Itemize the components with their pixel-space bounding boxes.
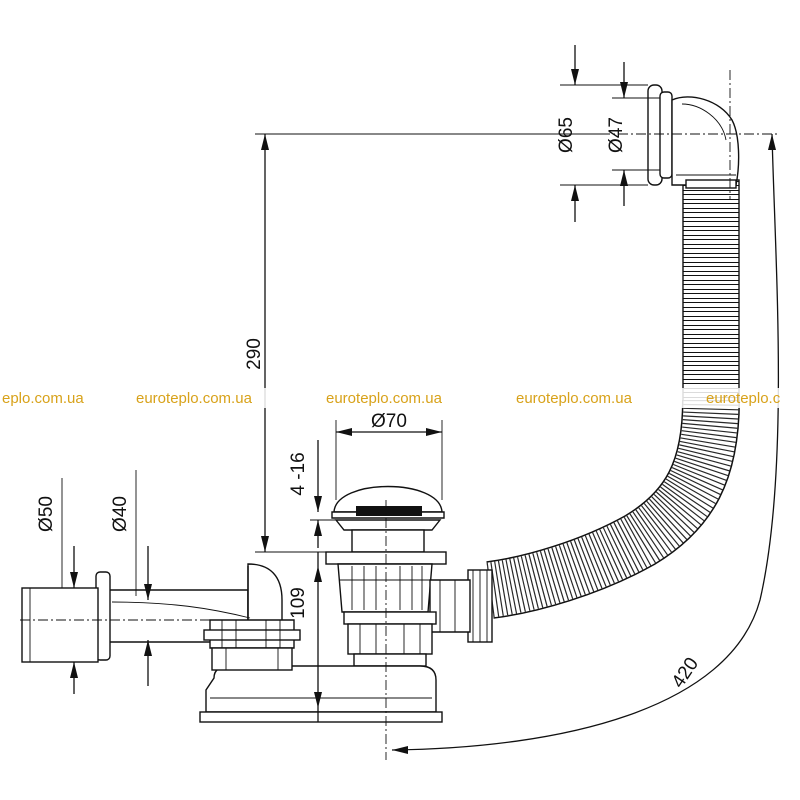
dim-outlet-inner-diameter: Ø40 (110, 496, 131, 532)
watermark-text: eplo.com.ua (2, 390, 84, 407)
overflow-head (647, 84, 740, 189)
siphon-base (199, 665, 443, 723)
watermark-text: euroteplo.com.ua (326, 390, 443, 407)
dimension-lines (61, 45, 780, 754)
dim-drain-head-diameter: Ø70 (371, 411, 407, 432)
center-lines (20, 70, 780, 760)
dim-overflow-outer-diameter: Ø65 (556, 117, 577, 153)
watermark-text: euroteplo.com.ua (516, 390, 633, 407)
dim-outlet-outer-diameter: Ø50 (36, 496, 57, 532)
watermark-text: euroteplo.com.ua (136, 390, 253, 407)
corrugated-hose (467, 179, 740, 643)
drain-head (325, 485, 471, 667)
watermark-row: eplo.com.ua euroteplo.com.ua euroteplo.c… (0, 388, 800, 408)
outlet-pipe (21, 563, 301, 671)
watermark-text: euroteplo.c (706, 390, 781, 407)
dim-height-290: 290 (244, 338, 265, 370)
dim-hose-length: 420 (668, 654, 703, 692)
dim-overflow-inner-diameter: Ø47 (606, 117, 627, 153)
dim-siphon-height: 109 (288, 587, 309, 619)
dim-plug-lift: 4 -16 (288, 452, 309, 495)
